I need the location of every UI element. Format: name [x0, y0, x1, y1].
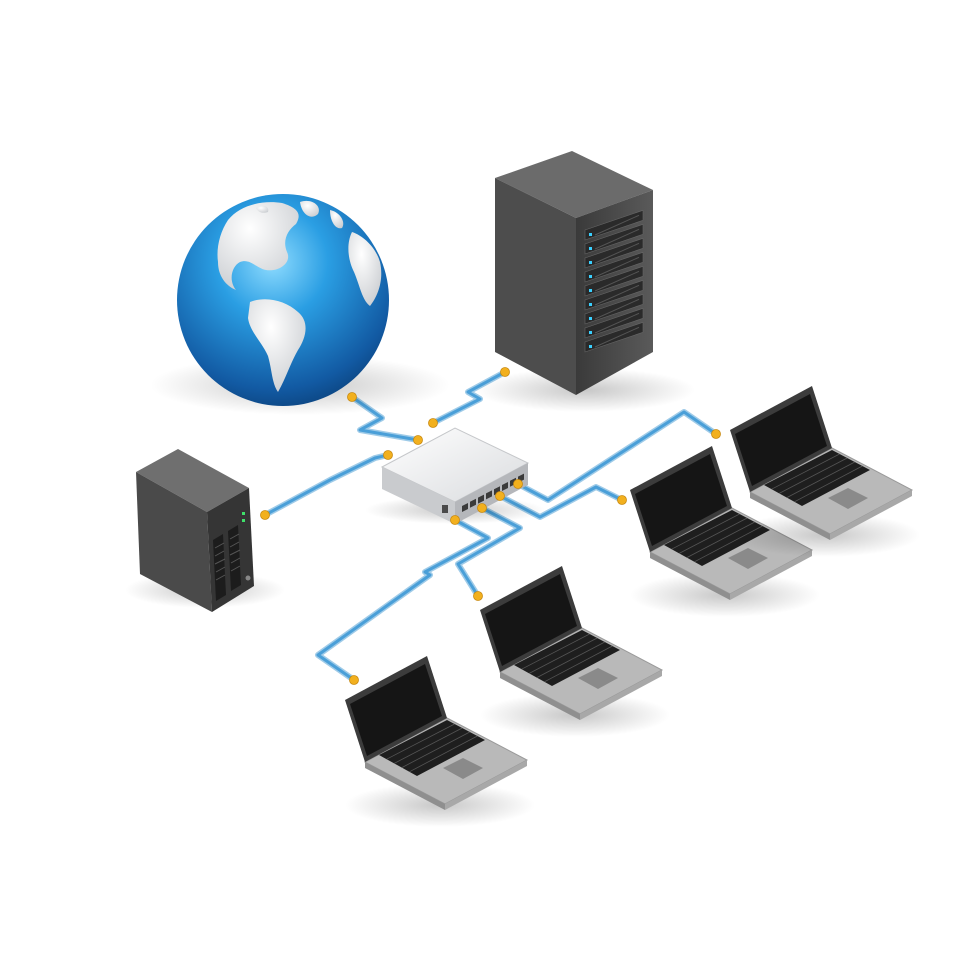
globe-icon: [150, 194, 450, 415]
key-row: [771, 453, 840, 490]
key-row: [386, 723, 455, 760]
laptop-edge: [730, 550, 812, 600]
key-row: [529, 637, 598, 674]
network-cable: [516, 410, 718, 502]
laptops-group: [345, 386, 920, 827]
laptop-edge: [580, 670, 662, 720]
server-rack-icon: [475, 151, 695, 412]
laptop-screen: [635, 454, 727, 546]
connector-dot: [473, 591, 483, 601]
trackpad: [443, 758, 483, 779]
laptop-icon: [730, 386, 920, 557]
rack-vent: [594, 298, 640, 320]
key-row: [521, 633, 590, 670]
trackpad: [578, 668, 618, 689]
status-led: [589, 275, 592, 278]
rack-vent: [594, 242, 640, 264]
rack-vent: [594, 312, 640, 334]
key-row: [671, 513, 740, 550]
connector-dot: [513, 479, 523, 489]
keyboard: [764, 450, 870, 506]
connectors-group: [260, 367, 721, 685]
connector-dot: [617, 495, 627, 505]
laptop-edge: [750, 492, 830, 540]
connector-dot: [711, 429, 721, 439]
switch-port: [486, 490, 492, 500]
key-row: [536, 641, 605, 678]
connector-dot: [477, 503, 487, 513]
trackpad: [728, 548, 768, 569]
status-led: [589, 345, 592, 348]
connector-dot: [500, 367, 510, 377]
cable-outline: [315, 517, 491, 683]
switch-port: [478, 494, 484, 504]
key-row: [401, 731, 470, 768]
connector-dot: [349, 675, 359, 685]
network-cable: [263, 453, 390, 517]
connector-dot: [413, 435, 423, 445]
status-led: [589, 261, 592, 264]
status-led: [589, 289, 592, 292]
keyboard: [514, 630, 620, 686]
connector-dot: [260, 510, 270, 520]
rack-vent: [594, 326, 640, 348]
connector-dot: [347, 392, 357, 402]
status-led: [589, 247, 592, 250]
key-row: [779, 457, 848, 494]
key-row: [786, 461, 855, 498]
switch-port: [442, 505, 448, 513]
connector-dot: [450, 515, 460, 525]
laptop-edge: [830, 490, 912, 540]
status-led: [589, 303, 592, 306]
key-row: [544, 645, 613, 683]
keyboard: [379, 720, 485, 776]
switch-port: [470, 498, 476, 508]
laptop-edge: [445, 760, 527, 810]
connector-dot: [428, 418, 438, 428]
rack-vent: [594, 214, 640, 236]
laptop-icon: [345, 656, 535, 827]
key-row: [679, 517, 748, 554]
rack-vent: [594, 256, 640, 278]
nas-server-icon: [125, 449, 285, 612]
laptop-edge: [650, 552, 730, 600]
status-led: [589, 331, 592, 334]
trackpad: [828, 488, 868, 509]
connector-dot: [383, 450, 393, 460]
laptop-screen: [485, 574, 577, 666]
switch-port: [462, 503, 468, 512]
network-cable: [316, 518, 490, 682]
laptop-screen: [735, 394, 827, 486]
laptop-edge: [365, 762, 445, 810]
laptop-icon: [480, 566, 670, 737]
rack-vent: [594, 270, 640, 292]
connector-dot: [495, 491, 505, 501]
network-switch-icon: [365, 427, 545, 524]
key-row: [794, 465, 863, 503]
rack-vent: [594, 284, 640, 306]
switch-port: [502, 482, 508, 491]
status-led: [589, 317, 592, 320]
laptop-screen: [350, 664, 442, 756]
key-row: [394, 727, 463, 764]
status-led: [589, 233, 592, 236]
rack-vent: [594, 228, 640, 250]
laptop-edge: [500, 672, 580, 720]
key-row: [409, 735, 478, 773]
